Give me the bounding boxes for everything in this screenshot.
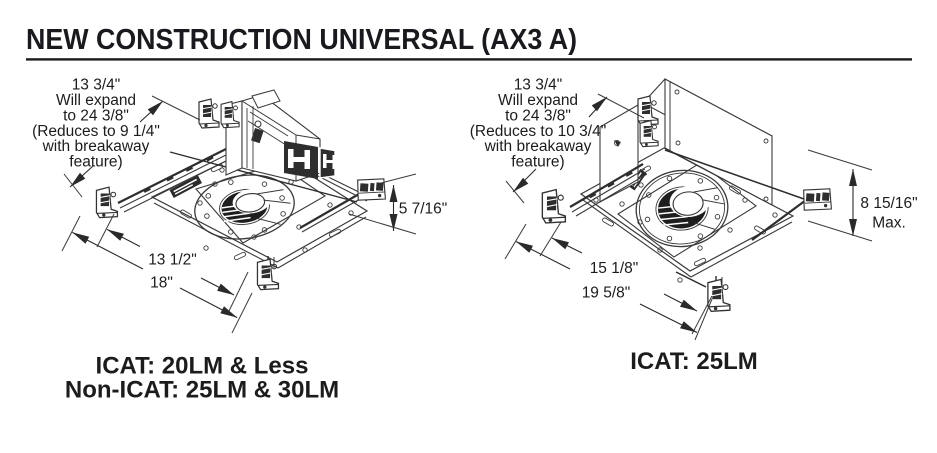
svg-text:Non-ICAT: 25LM & 30LM: Non-ICAT: 25LM & 30LM	[65, 377, 339, 404]
svg-text:(Reduces to 9 1/4": (Reduces to 9 1/4"	[32, 123, 160, 140]
svg-text:13 3/4": 13 3/4"	[514, 76, 563, 93]
svg-text:13 1/2": 13 1/2"	[148, 252, 197, 269]
svg-text:with breakaway: with breakaway	[42, 138, 150, 155]
svg-text:19 5/8": 19 5/8"	[582, 285, 631, 302]
svg-text:to 24 3/8": to 24 3/8"	[505, 107, 571, 124]
svg-text:feature): feature)	[511, 154, 564, 171]
svg-text:8 15/16": 8 15/16"	[860, 195, 917, 212]
svg-text:Will expand: Will expand	[498, 92, 578, 109]
svg-text:feature): feature)	[69, 154, 122, 171]
svg-text:NEW CONSTRUCTION UNIVERSAL (AX: NEW CONSTRUCTION UNIVERSAL (AX3 A)	[26, 24, 577, 56]
svg-text:ICAT: 25LM: ICAT: 25LM	[630, 348, 758, 375]
svg-text:ICAT: 20LM & Less: ICAT: 20LM & Less	[96, 353, 309, 380]
svg-text:15 1/8": 15 1/8"	[590, 260, 639, 277]
svg-text:18": 18"	[150, 275, 173, 292]
svg-text:5 7/16": 5 7/16"	[399, 201, 448, 218]
svg-text:Will expand: Will expand	[56, 92, 136, 109]
svg-text:with breakaway: with breakaway	[484, 138, 592, 155]
svg-text:13 3/4": 13 3/4"	[72, 76, 121, 93]
svg-text:Max.: Max.	[872, 215, 906, 232]
svg-text:to 24 3/8": to 24 3/8"	[63, 107, 129, 124]
svg-text:(Reduces to 10 3/4": (Reduces to 10 3/4"	[470, 123, 606, 140]
